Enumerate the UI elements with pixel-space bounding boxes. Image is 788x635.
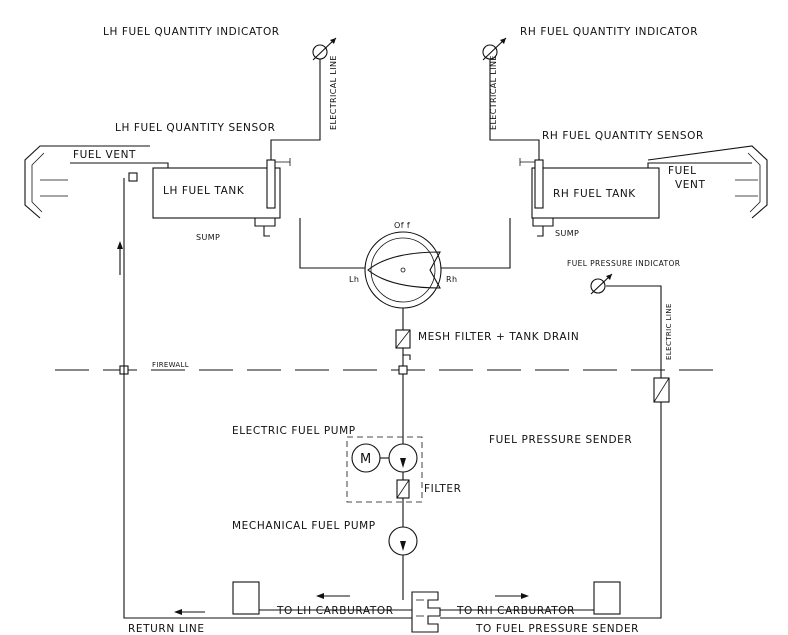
rh-feed-line	[440, 218, 511, 269]
lh-fuel-tank	[152, 167, 281, 219]
right-wing	[647, 145, 768, 219]
selector-rh-label: Rh	[446, 275, 457, 284]
fuel-vent-right-label-1: FUEL	[668, 165, 697, 177]
filter-label: FILTER	[424, 483, 461, 495]
motor-label: M	[360, 452, 371, 467]
fuel-pressure-indicator-gauge	[590, 273, 613, 295]
electric-line-label: ELECTRIC LINE	[665, 303, 673, 360]
lh-electrical-line-label: ELECTRICAL LINE	[329, 55, 338, 130]
rh-fuel-tank-label: RH FUEL TANK	[553, 188, 636, 200]
electric-fuel-pump-label: ELECTRIC FUEL PUMP	[232, 425, 356, 437]
distribution-block	[411, 591, 441, 633]
selector-lh-label: Lh	[349, 275, 359, 284]
rh-electrical-line	[489, 58, 540, 160]
return-line-label: RETURN LINE	[128, 623, 205, 635]
fuel-pressure-indicator-label: FUEL PRESSURE INDICATOR	[567, 259, 680, 268]
mesh-filter-label: MESH FILTER + TANK DRAIN	[418, 331, 579, 343]
fuel-vent-line-right	[647, 162, 752, 172]
selector-off-label: Of f	[394, 221, 410, 230]
lh-fuel-tank-label: LH FUEL TANK	[163, 185, 245, 197]
lh-sump-label: SUMP	[196, 233, 220, 242]
lh-fuel-quantity-sensor	[266, 159, 276, 209]
fuel-selector-valve	[364, 231, 442, 309]
rh-fuel-tank	[531, 167, 660, 219]
rh-quantity-indicator-gauge	[482, 37, 507, 61]
rh-sump-label: SUMP	[555, 229, 579, 238]
rh-electrical-line-label: ELECTRICAL LINE	[489, 55, 498, 130]
mechanical-fuel-pump-label: MECHANICAL FUEL PUMP	[232, 520, 376, 532]
lh-sump	[254, 218, 276, 237]
lh-quantity-indicator-gauge	[312, 37, 337, 61]
fuel-vent-left-label: FUEL VENT	[73, 149, 136, 161]
fuel-vent-right-label-2: VENT	[675, 179, 706, 191]
to-lh-carburator-label: TO LH CARBURATOR	[276, 605, 394, 617]
rh-sump	[532, 218, 554, 237]
rh-fuel-quantity-sensor-label: RH FUEL QUANTITY SENSOR	[542, 130, 704, 142]
lh-electrical-line	[270, 58, 321, 160]
fuel-pressure-sender-label: FUEL PRESSURE SENDER	[489, 434, 632, 446]
to-rh-carburator-label: TO RH CARBURATOR	[456, 605, 575, 617]
pressure-electric-line	[606, 285, 662, 378]
lh-fuel-quantity-sensor-label: LH FUEL QUANTITY SENSOR	[115, 122, 275, 134]
left-wing	[24, 145, 150, 219]
rh-fuel-quantity-sensor	[534, 159, 544, 209]
rh-fuel-quantity-indicator-label: RH FUEL QUANTITY INDICATOR	[520, 26, 698, 38]
lh-carburator	[232, 581, 260, 615]
rh-carburator	[593, 581, 621, 615]
to-fuel-pressure-sender-label: TO FUEL PRESSURE SENDER	[475, 623, 639, 635]
return-line	[123, 178, 233, 619]
firewall-label: FIREWALL	[152, 361, 189, 369]
lh-fuel-quantity-indicator-label: LH FUEL QUANTITY INDICATOR	[103, 26, 280, 38]
lh-feed-line	[299, 218, 368, 269]
